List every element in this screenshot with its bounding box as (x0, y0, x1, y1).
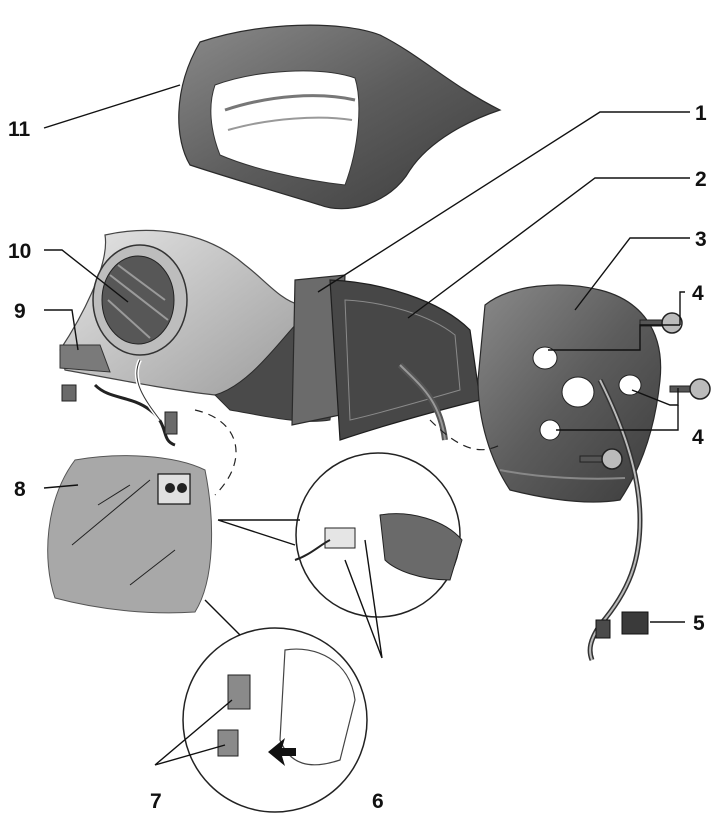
detail-view-right (294, 452, 463, 618)
callout-10: 10 (8, 240, 31, 263)
screw-lower (579, 448, 623, 470)
assembly-path-dashed (194, 409, 237, 496)
base-wire-harness (61, 359, 178, 447)
wiring-harness-part (587, 378, 649, 661)
mirror-carrier-part (329, 279, 481, 441)
rear-cover-part (477, 284, 662, 503)
callout-3: 3 (695, 228, 707, 251)
assembly-path-dashed-right (429, 419, 501, 451)
screw-upper (639, 312, 683, 334)
mirror-glass-part (47, 455, 213, 614)
arrow-indicator (268, 738, 296, 766)
callout-9: 9 (14, 300, 26, 323)
mirror-cap-part (178, 24, 502, 210)
callout-11: 11 (8, 118, 31, 141)
mounting-tab (59, 344, 111, 373)
callout-2: 2 (695, 168, 707, 191)
callout-4-lower: 4 (692, 426, 704, 449)
leader-lines (43, 84, 690, 766)
callout-5: 5 (693, 612, 705, 635)
motor-unit-part (92, 244, 188, 356)
callout-4-upper: 4 (692, 282, 704, 305)
callout-8: 8 (14, 478, 26, 501)
screw-middle (669, 378, 711, 400)
callout-7: 7 (150, 790, 162, 813)
callout-labels: 11 1 2 3 4 4 5 6 7 8 9 10 (8, 102, 707, 813)
callout-6: 6 (372, 790, 384, 813)
detail-view-lower (182, 627, 368, 813)
callout-1: 1 (695, 102, 707, 125)
